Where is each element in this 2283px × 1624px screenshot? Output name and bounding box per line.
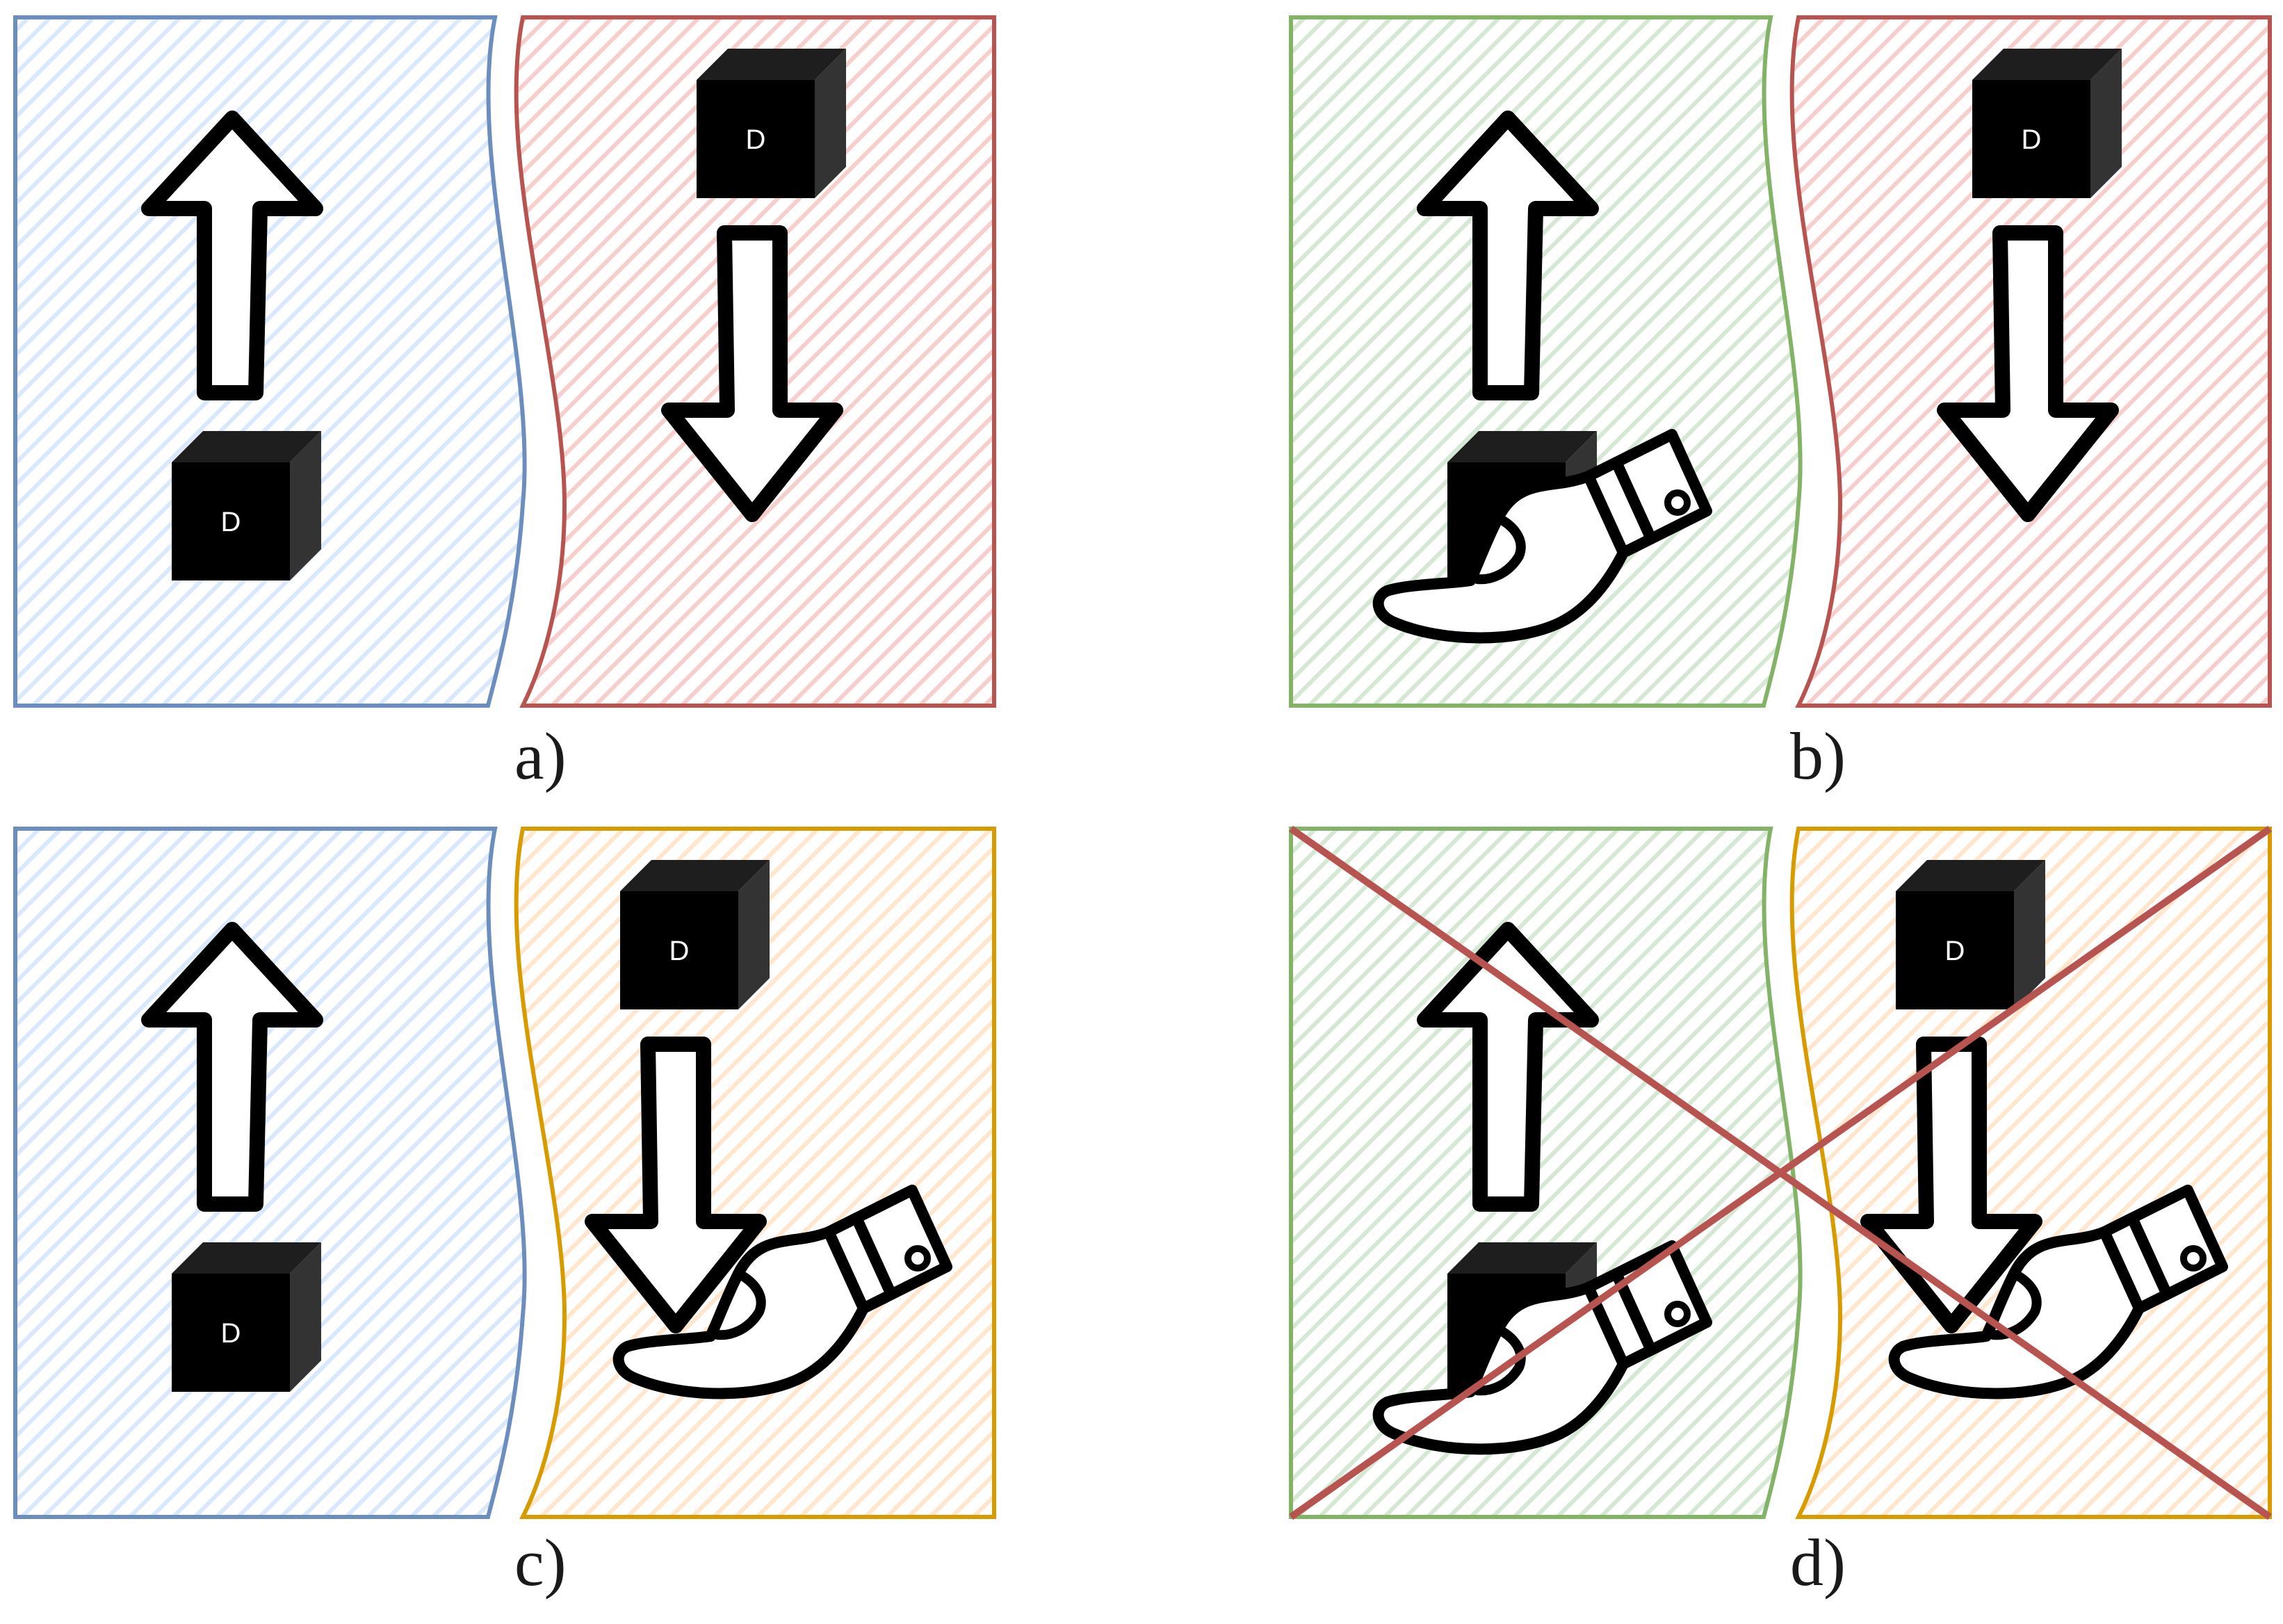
up-arrow-icon (141, 111, 323, 400)
cube-left: D (172, 431, 321, 580)
up-arrow-icon (1417, 111, 1599, 400)
down-arrow-icon (585, 1037, 767, 1333)
cube-label: D (669, 936, 690, 966)
down-arrow-icon (1860, 1037, 2042, 1333)
cross-line (1289, 825, 2272, 1520)
cube-right: D (1972, 49, 2122, 198)
down-arrow-icon (661, 225, 843, 522)
cube-label: D (221, 1318, 241, 1349)
cube-label: D (1945, 936, 1965, 966)
caption-d: d) (1790, 1525, 1846, 1600)
up-arrow-icon (1417, 922, 1599, 1212)
cube-right: D (1896, 860, 2045, 1009)
left-region (13, 827, 527, 1519)
panel-c: DD (13, 827, 996, 1519)
cube-right: D (697, 49, 846, 198)
cube-label: D (2022, 124, 2042, 155)
cube-label: D (221, 507, 241, 537)
caption-a: a) (514, 719, 567, 793)
caption-b: b) (1790, 719, 1846, 793)
hand-icon (1372, 429, 1712, 644)
cube-right: D (620, 860, 770, 1009)
panel-a: DD (13, 15, 996, 708)
cube-label: D (746, 124, 766, 155)
caption-c: c) (514, 1525, 567, 1600)
panel-b: DD (1289, 15, 2272, 708)
hand-icon (612, 1185, 952, 1399)
down-arrow-icon (1937, 225, 2119, 522)
panel-d: DD (1289, 825, 2272, 1520)
left-region (13, 15, 527, 708)
up-arrow-icon (141, 922, 323, 1212)
cube-left: D (172, 1242, 321, 1392)
